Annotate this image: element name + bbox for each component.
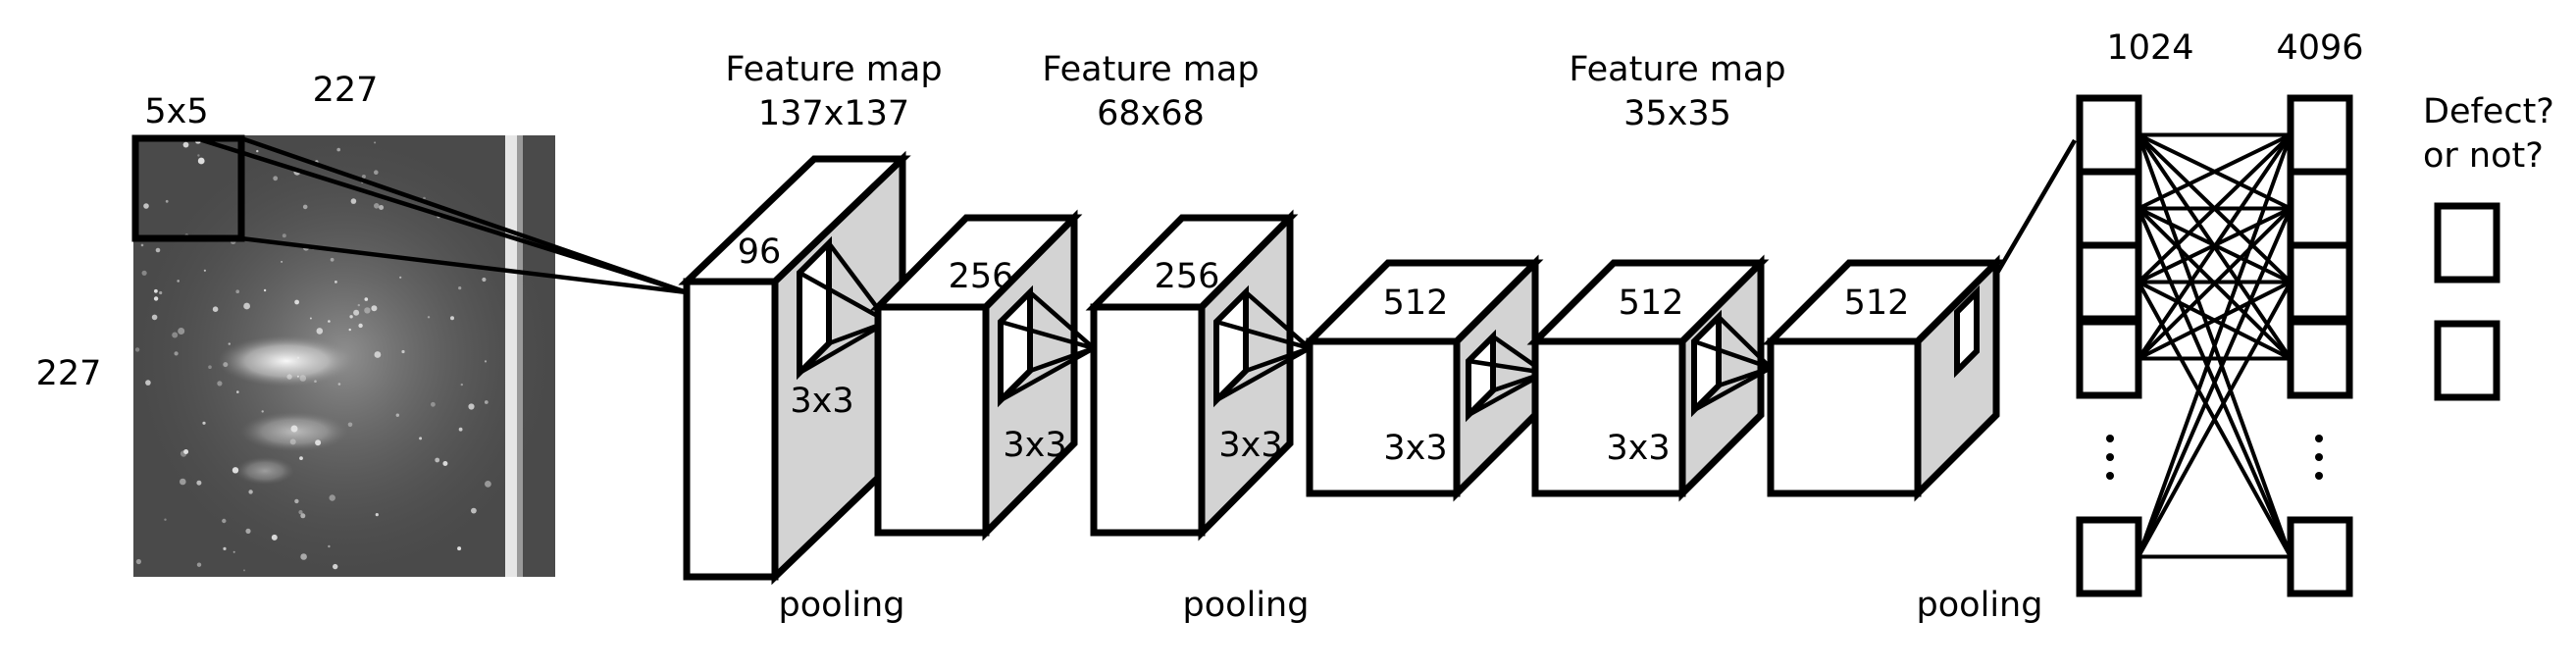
fc-2-neuron	[2287, 318, 2353, 399]
fc-1-units: 1024	[2106, 28, 2193, 68]
fc-1-neuron	[2076, 516, 2142, 597]
layer-6-channels: 512	[1844, 284, 1910, 323]
layer-1-kernel: 3x3	[790, 382, 853, 421]
pool-window	[1954, 284, 1980, 379]
output-question-line1: Defect?	[2423, 92, 2554, 131]
layer-5-channels: 512	[1619, 284, 1684, 323]
fc-1-neuron	[2076, 241, 2142, 323]
conv-to-fc-line	[1994, 138, 2077, 277]
fc-1-neuron	[2076, 168, 2142, 249]
pooling-label-2: pooling	[1183, 586, 1310, 625]
fc-1-ellipsis	[2106, 435, 2114, 480]
feature-map-3-title: Feature map	[1569, 50, 1785, 89]
conv-layer-512c: 512	[1762, 254, 2005, 502]
fc-2-neuron	[2287, 241, 2353, 323]
feature-map-2-title: Feature map	[1042, 50, 1259, 89]
layer-5-kernel: 3x3	[1606, 429, 1670, 468]
fc-2-neuron	[2287, 516, 2353, 597]
kernel-projection-line	[240, 135, 688, 295]
input-kernel-label: 5x5	[144, 92, 208, 131]
input-kernel-box	[131, 134, 245, 242]
input-width-label: 227	[313, 71, 379, 110]
fc-2-neuron	[2287, 168, 2353, 249]
layer-2-kernel: 3x3	[1003, 426, 1066, 465]
fc-1-neuron	[2076, 94, 2142, 176]
fc-1-neurons	[2076, 94, 2142, 597]
layer-2-channels: 256	[949, 257, 1014, 296]
kernel-projection-line	[195, 135, 688, 295]
fc-connection	[2138, 280, 2292, 361]
pooling-label-1: pooling	[779, 586, 905, 625]
input-image	[133, 135, 555, 577]
fc-connection	[2138, 132, 2292, 211]
fc-2-ellipsis	[2315, 435, 2323, 480]
output-neuron-not-defect	[2434, 320, 2500, 401]
fc-connections	[2137, 132, 2293, 559]
fc-connection	[2137, 133, 2293, 284]
conv-layer-96: 96 3x3	[678, 150, 911, 586]
conv-layer-512a: 512 3x3	[1301, 254, 1547, 502]
layer-3-kernel: 3x3	[1218, 426, 1282, 465]
pooling-label-3: pooling	[1917, 586, 2043, 625]
conv-layer-256b: 256 3x3	[1085, 209, 1312, 542]
feature-map-1-size: 137x137	[758, 94, 909, 133]
feature-map-3-size: 35x35	[1623, 94, 1731, 133]
conv-layer-256a: 256 3x3	[869, 209, 1096, 542]
fc-2-units: 4096	[2276, 28, 2363, 68]
fc-connection	[2137, 207, 2293, 558]
defect-spot	[218, 336, 355, 387]
fc-1-neuron	[2076, 318, 2142, 399]
fc-connection	[2137, 133, 2293, 558]
fc-2-neurons	[2287, 94, 2353, 597]
layer-4-kernel: 3x3	[1383, 429, 1447, 468]
layer-4-channels: 512	[1383, 284, 1449, 323]
feature-map-1-title: Feature map	[725, 50, 942, 89]
layer-1-channels: 96	[738, 232, 782, 272]
fc-2-neuron	[2287, 94, 2353, 176]
output-question-line2: or not?	[2423, 136, 2544, 176]
fc-connection	[2137, 133, 2293, 360]
fc-connection	[2137, 281, 2293, 558]
fc-connection	[2137, 207, 2293, 360]
output-neuron-defect	[2434, 202, 2500, 284]
conv-layer-512b: 512 3x3	[1526, 254, 1773, 502]
scratch-line	[505, 135, 517, 577]
layer-3-channels: 256	[1155, 257, 1220, 296]
feature-map-2-size: 68x68	[1097, 94, 1205, 133]
input-height-label: 227	[36, 354, 102, 393]
kernel-projection-line	[240, 235, 688, 295]
